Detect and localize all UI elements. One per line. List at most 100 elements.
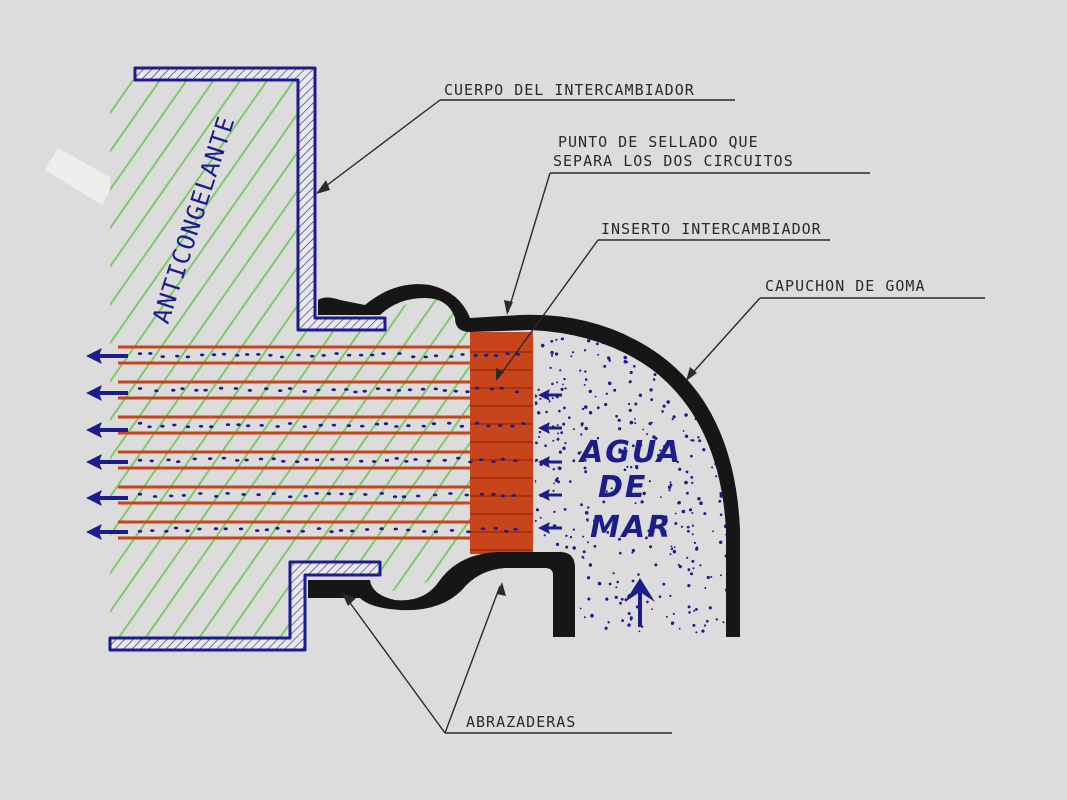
water-dot [562,383,564,386]
tube-dot [296,353,301,357]
tube-dot [137,529,143,533]
water-dot [664,515,668,519]
water-dot [587,597,591,601]
water-dot [674,512,677,515]
tube-dot [310,354,315,358]
water-dot [557,466,560,469]
water-dot [538,436,540,438]
water-dot [587,506,590,509]
water-dot [623,355,628,360]
water-dot [572,546,576,550]
water-dot [699,564,702,567]
water-dot [539,397,542,400]
water-dot [681,509,686,514]
tube-dot [175,354,180,358]
tube-dot [493,354,499,357]
tube-dot [318,423,323,427]
water-dot [565,545,569,549]
tube-dot [480,527,486,531]
tube-dot [288,495,293,499]
water-dot [550,339,554,343]
tube-dot [287,422,293,425]
tube-dot [433,530,439,534]
water-dot [550,350,554,355]
upper-clamp [318,284,470,332]
water-dot [688,611,691,614]
water-dot [646,600,649,604]
water-dot [691,559,695,563]
tube-dot [264,387,269,391]
water-dot [684,413,688,417]
water-dot [535,394,538,398]
water-dot [732,380,735,384]
water-dot [704,587,707,589]
water-dot [692,439,695,442]
tube-dot [505,352,510,355]
tube-dot [247,389,253,392]
water-dot [556,381,559,384]
water-dot [688,353,692,357]
water-dot [539,516,542,519]
water-dot [614,595,618,599]
exchanger-body-lower [108,560,382,652]
tube-dot [268,353,273,357]
water-dot [564,387,567,390]
water-dot [715,618,718,621]
water-dot [690,476,694,479]
water-dot [654,563,658,567]
tube-dot [172,423,177,427]
water-dot [590,613,594,618]
water-dot [588,411,593,415]
tube-dot [192,457,197,461]
water-dot [635,459,638,462]
tube-dot [275,425,280,428]
tube-dot [360,424,365,428]
label-cuerpo: CUERPO DEL INTERCAMBIADOR [444,81,695,99]
water-dot [652,435,656,439]
tube-dot [233,387,239,390]
tube-dot [394,457,399,460]
tube-dot [326,492,332,496]
lower-clamp [308,552,575,637]
tube-dot [396,389,401,392]
water-dot [724,343,728,347]
water-dot [584,405,588,409]
tube-dot [397,352,402,355]
water-dot [548,400,551,403]
water-dot [672,415,676,419]
tube-dot [421,424,426,428]
water-dot [715,475,718,478]
water-dot [597,353,600,356]
water-dot [623,468,627,472]
water-dot [704,387,707,390]
water-dot [550,611,553,615]
water-dot [623,360,628,364]
water-dot [634,402,638,406]
water-dot [652,378,656,381]
tube-dot [316,388,321,392]
water-dot [687,529,690,533]
water-dot [579,607,582,610]
leader-arrowheads [316,180,697,606]
water-dot [722,621,725,624]
water-dot [640,444,643,447]
label-punto-line2: SEPARA LOS DOS CIRCUITOS [553,152,794,170]
water-dot [572,528,575,531]
tube-dot [194,388,199,392]
water-dot [695,608,698,611]
water-dot [668,489,671,492]
water-dot [630,466,633,469]
tube-dot [281,459,286,463]
water-dot [671,440,675,444]
arrow-left-icon [86,348,128,540]
water-dot [687,568,691,572]
tube-dot [235,459,240,462]
tube-dot [479,458,484,461]
water-dot [584,426,588,431]
water-dot [583,383,586,386]
water-dot [537,569,540,573]
tube-dot [432,493,438,497]
water-dot [618,482,622,486]
tube-dot [456,456,461,460]
water-dot [719,392,723,396]
